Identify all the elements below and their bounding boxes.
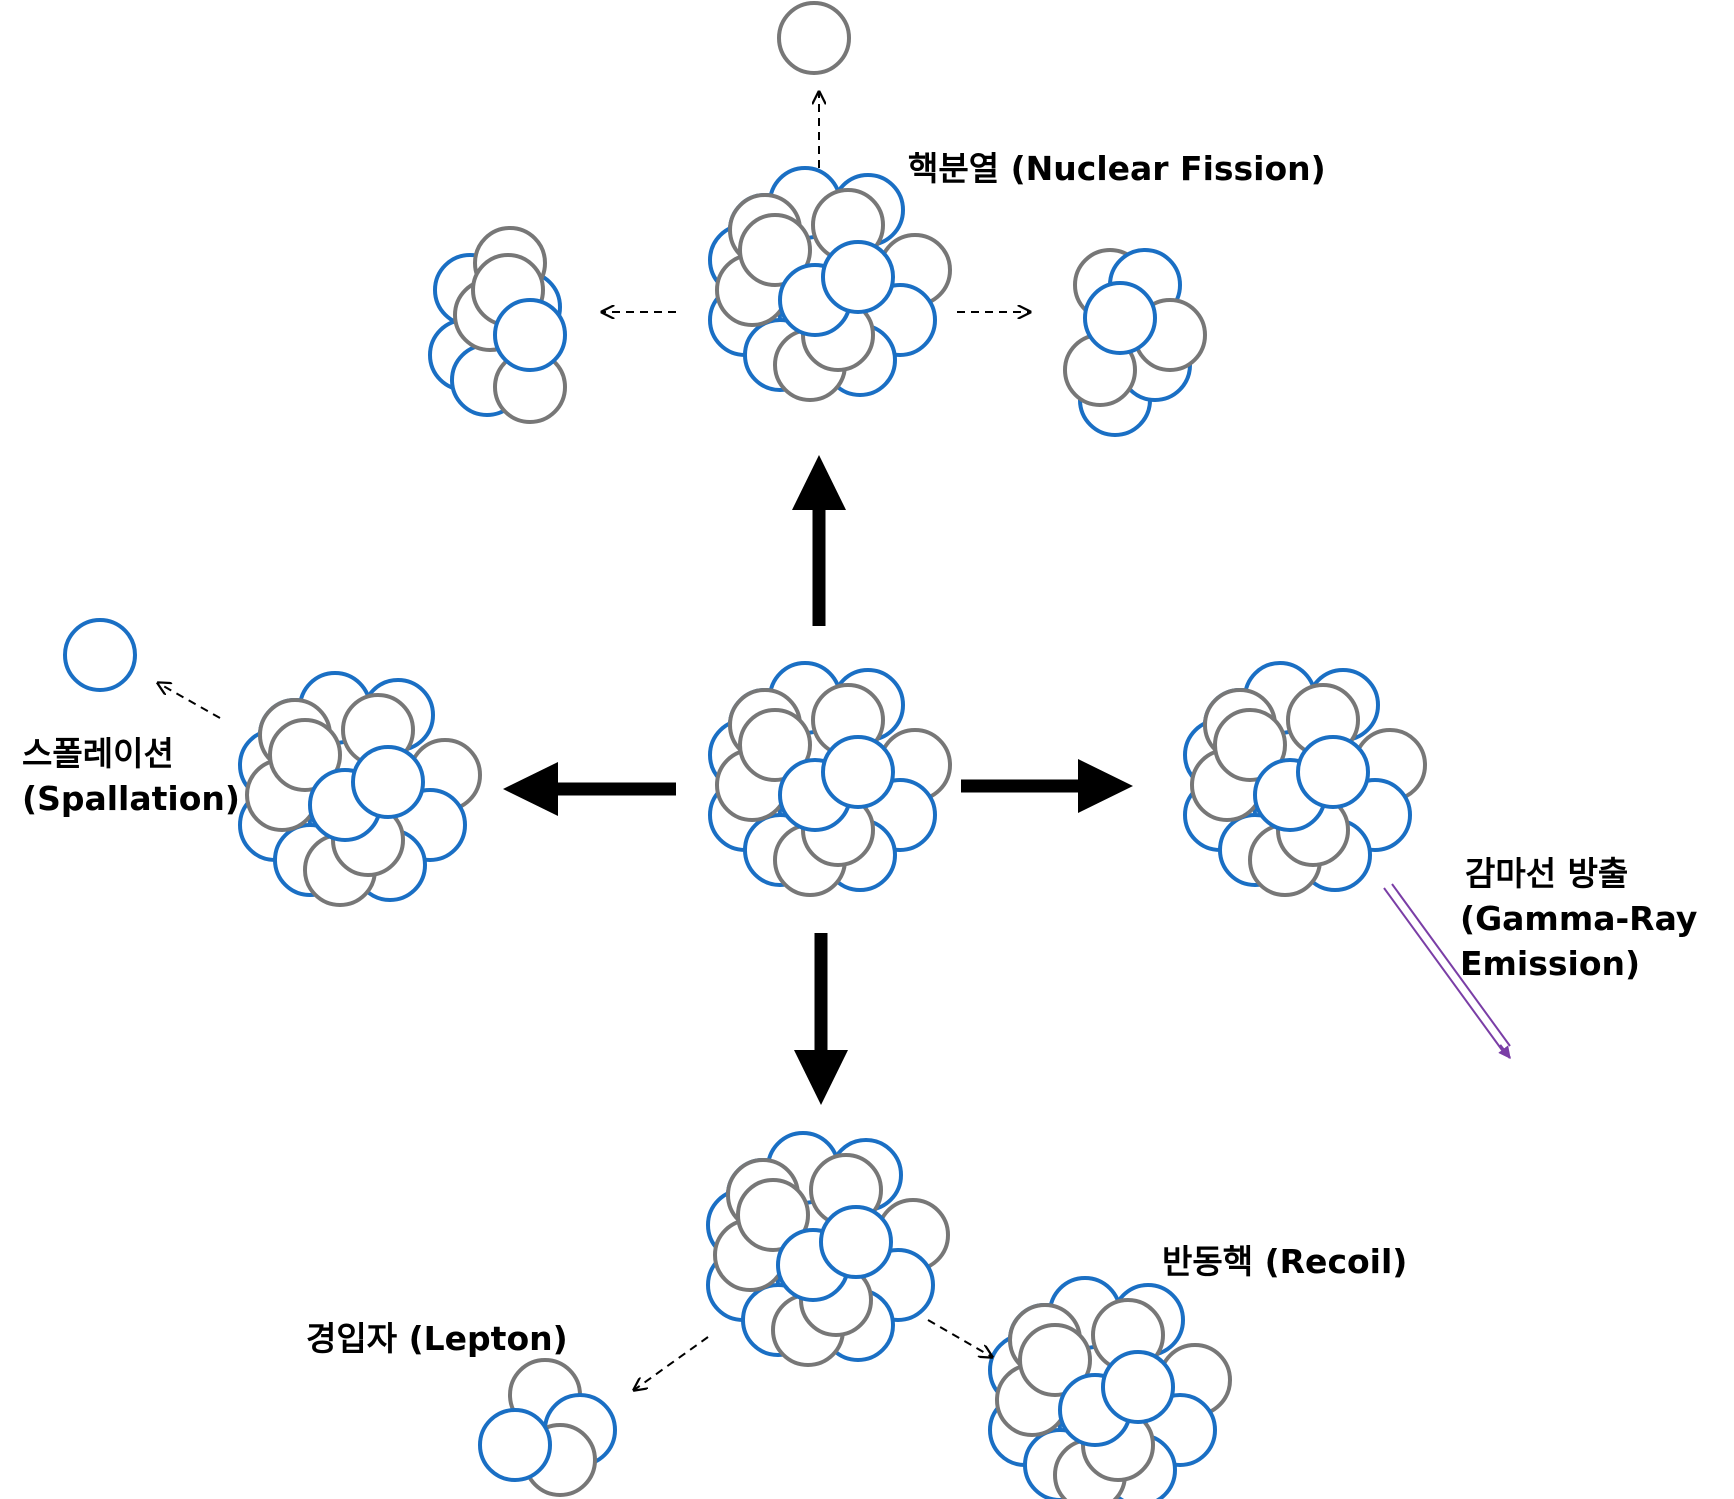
neutron [1018,1323,1092,1397]
labels: 핵분열 (Nuclear Fission) 스폴레이션 (Spallation)… [22,149,1697,1358]
proton [821,240,895,314]
recoil-emit-arrow [927,1319,992,1357]
nuclei-layer [63,1,1427,1499]
proton [1083,281,1157,355]
dashed-arrows [158,92,1030,1390]
spallation-emitted-proton [63,618,137,692]
arrow-down-to-recoil [794,933,848,1105]
arrow-right-to-gamma [961,759,1133,813]
proton [351,745,425,819]
neutron [736,1178,810,1252]
recoil-nucleus [988,1276,1232,1499]
neutron [738,213,812,287]
label-gamma-ko: 감마선 방출 [1465,854,1628,893]
label-lepton: 경입자 (Lepton) [306,1319,568,1358]
arrow-up-to-fission [792,455,846,626]
spallation-emit-arrow [158,683,221,719]
label-recoil: 반동핵 (Recoil) [1162,1242,1407,1281]
arrow-left-to-spallation [503,762,676,816]
proton [478,1408,552,1482]
label-gamma-en-1: (Gamma-Ray [1460,899,1697,938]
neutron [738,708,812,782]
proton [819,1205,893,1279]
fission-fragment-left [428,226,567,424]
main-arrows [503,455,1133,1105]
proton [1296,735,1370,809]
fission-parent-nucleus [708,166,952,402]
neutron [1213,708,1287,782]
gamma-ray-arrow [1383,883,1511,1059]
lepton-cluster [478,1358,617,1497]
label-gamma-en-2: Emission) [1460,944,1640,983]
recoil-source-nucleus [706,1131,950,1367]
fission-fragment-right [1063,248,1207,437]
proton [1101,1350,1175,1424]
lepton-emit-arrow [634,1336,709,1390]
spallation-nucleus [238,671,482,907]
neutron [268,718,342,792]
center-nucleus [708,661,952,897]
proton [821,735,895,809]
label-spallation-ko: 스폴레이션 [22,734,174,773]
label-fission: 핵분열 (Nuclear Fission) [908,149,1326,188]
label-spallation-en: (Spallation) [22,779,240,818]
proton [493,298,567,372]
fission-emitted-neutron [777,1,851,75]
gamma-nucleus [1183,661,1427,897]
